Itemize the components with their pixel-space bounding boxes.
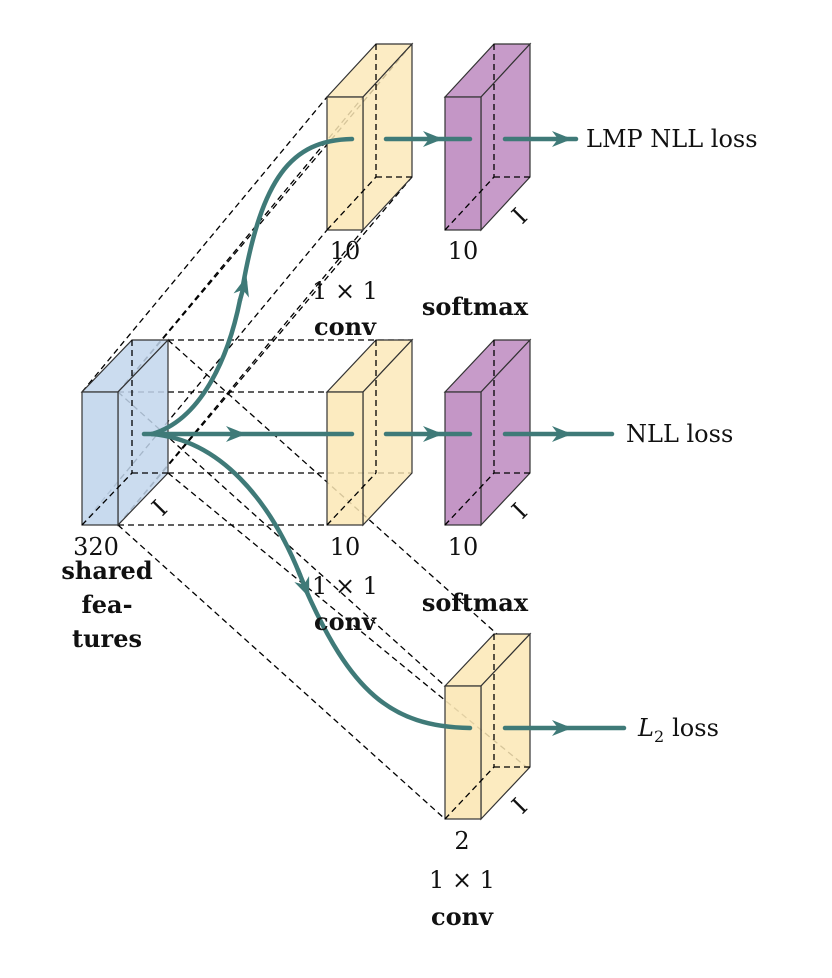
bottom-conv-kernel: 1 × 1 bbox=[429, 866, 495, 894]
top-conv-kernel: 1 × 1 bbox=[312, 277, 378, 305]
top-conv-block bbox=[325, 42, 414, 232]
middle-loss-label: NLL loss bbox=[626, 420, 733, 448]
flow-arrows bbox=[141, 131, 627, 736]
shared-labels: 320 shared fea- tures bbox=[61, 533, 152, 653]
middle-conv-kernel: 1 × 1 bbox=[312, 572, 378, 600]
shared-features-block bbox=[80, 338, 170, 527]
middle-softmax-channels: 10 bbox=[448, 533, 479, 561]
top-depth-mark: I bbox=[506, 203, 533, 230]
shared-depth-mark: I bbox=[146, 495, 173, 522]
top-softmax-label: softmax bbox=[422, 292, 529, 321]
middle-conv-channels: 10 bbox=[330, 533, 361, 561]
top-branch-labels: 10 1 × 1 conv 10 softmax LMP NLL loss bbox=[312, 125, 758, 341]
bottom-conv-block bbox=[443, 632, 532, 821]
top-loss-label: LMP NLL loss bbox=[586, 125, 758, 153]
loss-word: loss bbox=[672, 714, 719, 742]
middle-depth-mark: I bbox=[506, 498, 533, 525]
down-curve-2 bbox=[302, 585, 473, 731]
top-conv-channels: 10 bbox=[330, 237, 361, 265]
middle-softmax-label: softmax bbox=[422, 588, 529, 617]
shared-label-line1: shared bbox=[61, 556, 152, 585]
loss-subscript: 2 bbox=[654, 727, 664, 746]
shared-label-line2: fea- bbox=[81, 590, 132, 619]
up-curve-2 bbox=[240, 136, 355, 288]
up-curve-1 bbox=[149, 297, 243, 437]
middle-conv-label: conv bbox=[314, 607, 377, 636]
top-softmax-channels: 10 bbox=[448, 237, 479, 265]
down-curve-1 bbox=[149, 431, 303, 578]
middle-branch-labels: 10 1 × 1 conv 10 softmax NLL loss bbox=[312, 420, 733, 636]
bottom-depth-mark: I bbox=[506, 793, 533, 820]
shared-label-line3: tures bbox=[72, 624, 142, 653]
loss-symbol: L bbox=[637, 714, 654, 742]
bottom-conv-label: conv bbox=[431, 902, 494, 931]
bottom-conv-channels: 2 bbox=[454, 827, 469, 855]
shared-channels: 320 bbox=[73, 533, 119, 561]
top-conv-label: conv bbox=[314, 312, 377, 341]
bottom-loss-label: L2 loss bbox=[637, 714, 719, 746]
